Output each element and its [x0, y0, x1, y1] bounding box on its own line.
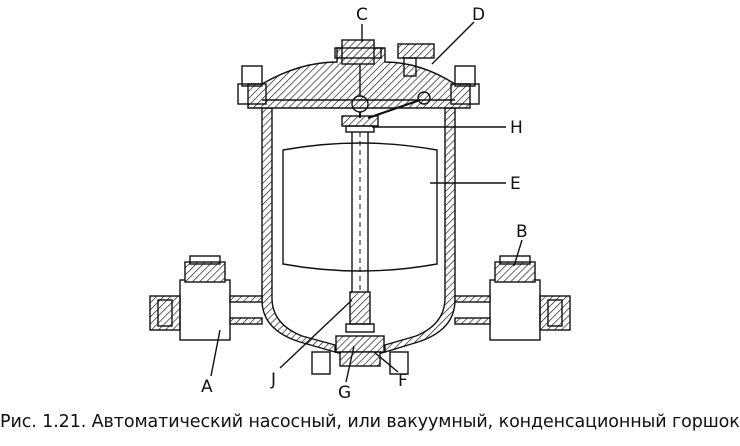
- float-e: [282, 132, 438, 292]
- lever-mechanism: [341, 64, 431, 133]
- label-f: F: [398, 371, 408, 391]
- label-b: B: [516, 222, 528, 242]
- check-valve-a: [149, 255, 263, 341]
- bottom-valve: [311, 291, 409, 375]
- label-a: A: [201, 377, 213, 397]
- label-g: G: [338, 383, 351, 403]
- label-h: H: [510, 118, 523, 138]
- label-e: E: [510, 174, 521, 194]
- condensate-pot-diagram: C D H E B A J G F: [149, 5, 571, 403]
- check-valve-b: [454, 255, 571, 341]
- label-d: D: [472, 5, 485, 25]
- figure-caption: Рис. 1.21. Автоматический насосный, или …: [0, 412, 740, 432]
- leader-lines: [210, 21, 523, 383]
- label-j: J: [270, 370, 276, 390]
- tank-body: [237, 39, 480, 357]
- label-c: C: [356, 5, 368, 25]
